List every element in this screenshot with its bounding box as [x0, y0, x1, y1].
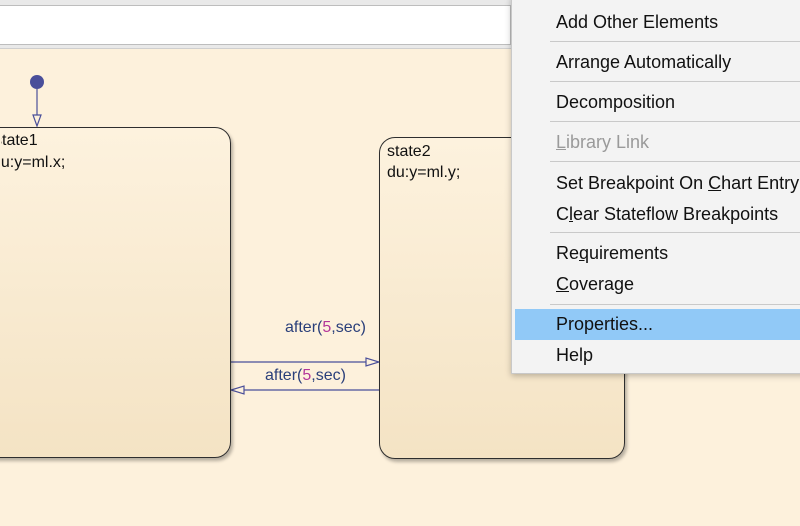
transition-open-paren: ( [317, 319, 323, 336]
menu-item-arrange-automatically[interactable]: Arrange Automatically [556, 49, 731, 75]
menu-item-set-breakpoint-on-chart-entry[interactable]: Set Breakpoint On Chart Entry [556, 170, 799, 196]
menu-item-label: Properties... [556, 314, 654, 334]
menu-item-mnemonic: C [556, 274, 569, 294]
menu-item-label-pre: C [556, 204, 569, 224]
menu-separator [550, 121, 800, 122]
menu-item-clear-stateflow-breakpoints[interactable]: Clear Stateflow Breakpoints [556, 201, 778, 227]
menu-item-mnemonic: L [556, 132, 567, 152]
transition-label-state1-to-state2[interactable]: after(5,sec) [285, 319, 366, 337]
menu-item-label: Add Other Elements [556, 12, 719, 32]
default-transition-dot[interactable] [30, 75, 44, 89]
menu-item-coverage[interactable]: Coverage [556, 271, 634, 297]
menu-item-label-post: uirements [589, 243, 669, 263]
menu-item-label: Arrange Automatically [556, 52, 732, 72]
menu-item-library-link: Library Link [556, 129, 649, 155]
menu-separator [550, 304, 800, 305]
menu-item-decomposition[interactable]: Decomposition [556, 89, 675, 115]
menu-item-label-pre: Re [556, 243, 580, 263]
menu-item-label-post: overage [569, 274, 635, 294]
menu-separator [550, 81, 800, 82]
menu-separator [550, 41, 800, 42]
state-box-state1[interactable]: state1 du:y=ml.x; [0, 127, 231, 458]
menu-item-label-post: ibrary Link [566, 132, 650, 152]
menu-item-help[interactable]: Help [556, 342, 593, 368]
menu-item-label: Help [556, 345, 594, 365]
state1-name-clip: state1 [1, 128, 61, 152]
menu-item-mnemonic: l [569, 204, 573, 224]
menu-item-properties[interactable]: Properties... [556, 311, 653, 337]
menu-separator [550, 161, 800, 162]
transition-rest: ,sec) [311, 367, 346, 384]
transition-number: 5 [322, 319, 332, 336]
menu-separator [550, 232, 800, 233]
menu-item-label-pre: Set Breakpoint On [556, 173, 709, 193]
menu-item-requirements[interactable]: Requirements [556, 240, 668, 266]
transition-label-state2-to-state1[interactable]: after(5,sec) [265, 367, 346, 385]
transition-arrowhead-to-state1 [228, 385, 245, 395]
default-transition-arrowhead [32, 114, 42, 128]
transition-number: 5 [302, 367, 312, 384]
state1-name: state1 [1, 132, 38, 149]
menu-item-add-other-elements[interactable]: Add Other Elements [556, 9, 718, 35]
state1-action: du:y=ml.x; [1, 154, 66, 171]
model-address-field[interactable] [0, 5, 511, 45]
transition-arrowhead-to-state2 [365, 357, 382, 367]
transition-rest: ,sec) [331, 319, 366, 336]
menu-item-mnemonic: q [579, 243, 590, 263]
transition-open-paren: ( [297, 367, 303, 384]
transition-keyword: after [265, 367, 298, 384]
menu-item-label-post: hart Entry [721, 173, 800, 193]
menu-highlight [515, 309, 800, 340]
menu-item-mnemonic: C [708, 173, 722, 193]
transition-keyword: after [285, 319, 318, 336]
state2-name: state2 [387, 143, 431, 160]
menu-item-label-post: ear Stateflow Breakpoints [573, 204, 779, 224]
context-menu: Add Other Elements Arrange Automatically… [511, 0, 800, 374]
state1-action-clip: du:y=ml.x; [1, 152, 121, 176]
state2-action: du:y=ml.y; [387, 164, 461, 181]
menu-item-label: Decomposition [556, 92, 676, 112]
